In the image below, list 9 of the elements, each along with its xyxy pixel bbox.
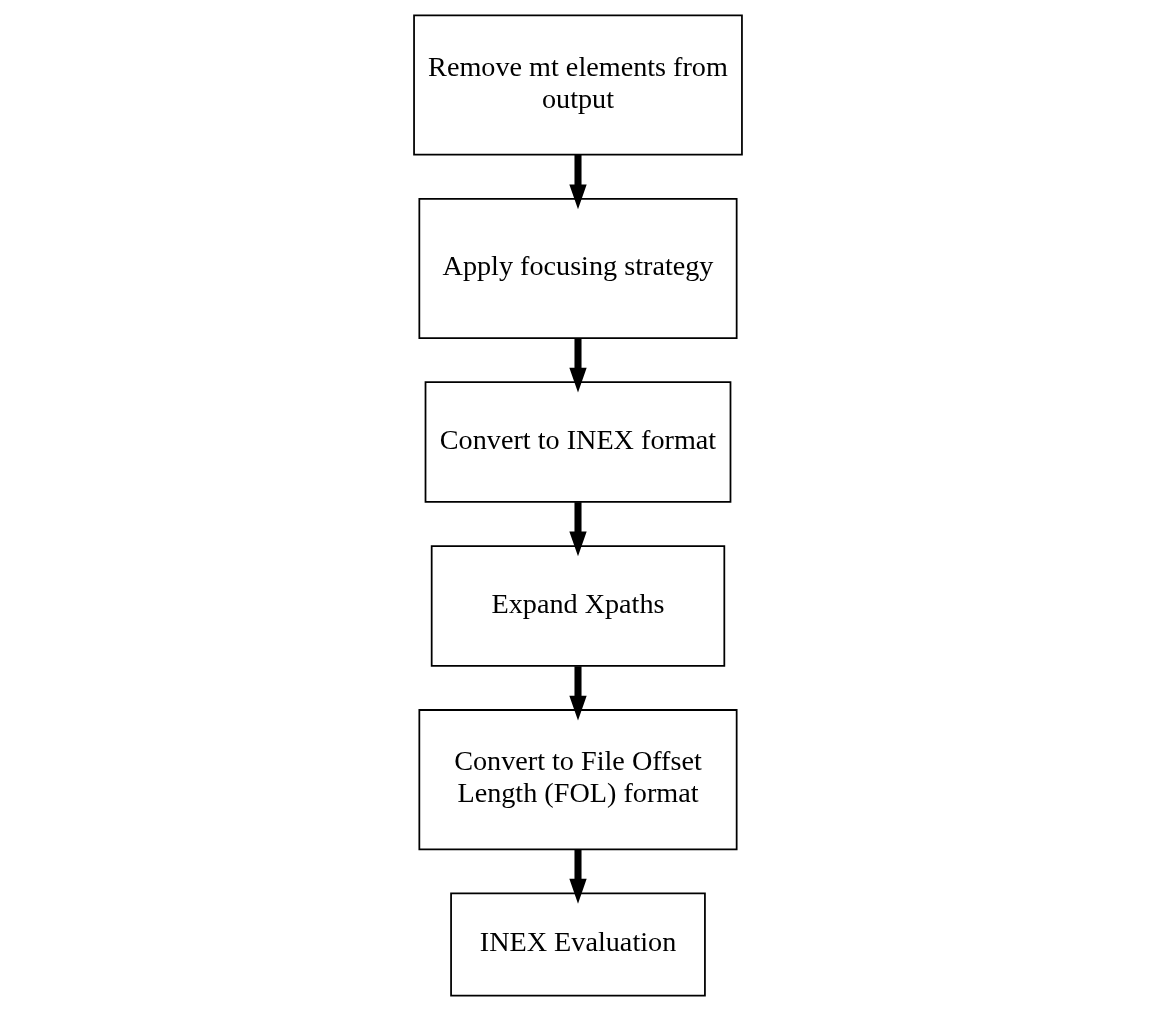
arrow <box>568 849 587 904</box>
node-box: INEX Evaluation <box>449 892 706 997</box>
arrow <box>568 338 587 393</box>
arrow <box>568 154 587 210</box>
node-box: Remove mt elements from output <box>412 14 743 156</box>
node-box: Apply focusing strategy <box>417 197 738 339</box>
node-box: Convert to File Offset Length (FOL) format <box>417 709 738 851</box>
node-box: Expand Xpaths <box>430 545 725 667</box>
node-box: Convert to INEX format <box>424 381 731 503</box>
